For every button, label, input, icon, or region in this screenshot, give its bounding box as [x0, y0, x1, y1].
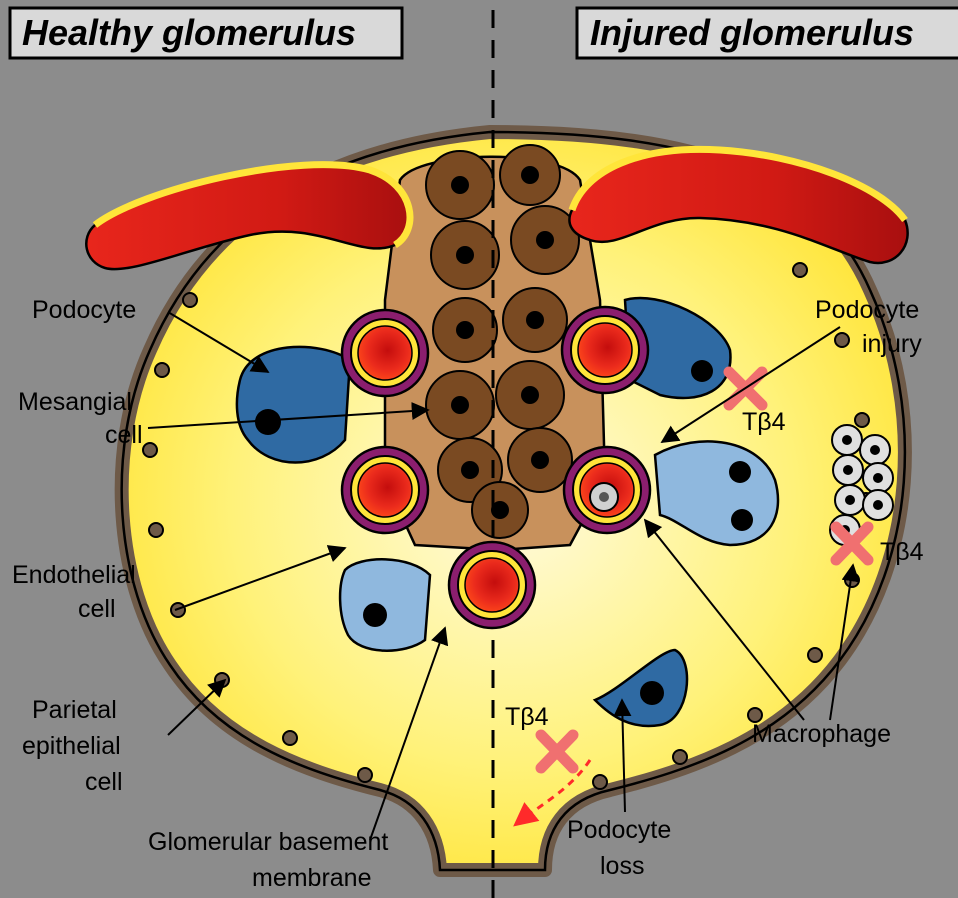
macrophage-in-capillary — [590, 483, 618, 511]
label-tb4-c: Tβ4 — [505, 703, 549, 731]
label-endothelial-1: Endothelial — [12, 561, 136, 589]
label-parietal-1: Parietal — [32, 696, 117, 724]
label-parietal-2: epithelial — [22, 732, 121, 760]
label-podocyte-injury-2: injury — [862, 330, 922, 358]
label-mesangial-2: cell — [105, 421, 143, 449]
header-healthy-text: Healthy glomerulus — [22, 12, 356, 53]
label-podocyte-injury-1: Podocyte — [815, 296, 919, 324]
header-healthy: Healthy glomerulus — [10, 8, 402, 58]
label-podocyte-loss-2: loss — [600, 852, 644, 880]
label-tb4-a: Tβ4 — [742, 408, 786, 436]
header-injured-text: Injured glomerulus — [590, 12, 914, 53]
label-podocyte: Podocyte — [32, 296, 136, 324]
label-macrophage: Macrophage — [752, 720, 891, 748]
podocyte-healthy-lower — [340, 559, 430, 650]
label-gbm-1: Glomerular basement — [148, 828, 388, 856]
label-endothelial-2: cell — [78, 595, 116, 623]
label-parietal-3: cell — [85, 768, 123, 796]
label-podocyte-loss-1: Podocyte — [567, 816, 671, 844]
header-injured: Injured glomerulus — [577, 8, 958, 58]
label-mesangial-1: Mesangial — [18, 388, 132, 416]
label-gbm-2: membrane — [252, 864, 372, 892]
label-tb4-b: Tβ4 — [880, 538, 924, 566]
